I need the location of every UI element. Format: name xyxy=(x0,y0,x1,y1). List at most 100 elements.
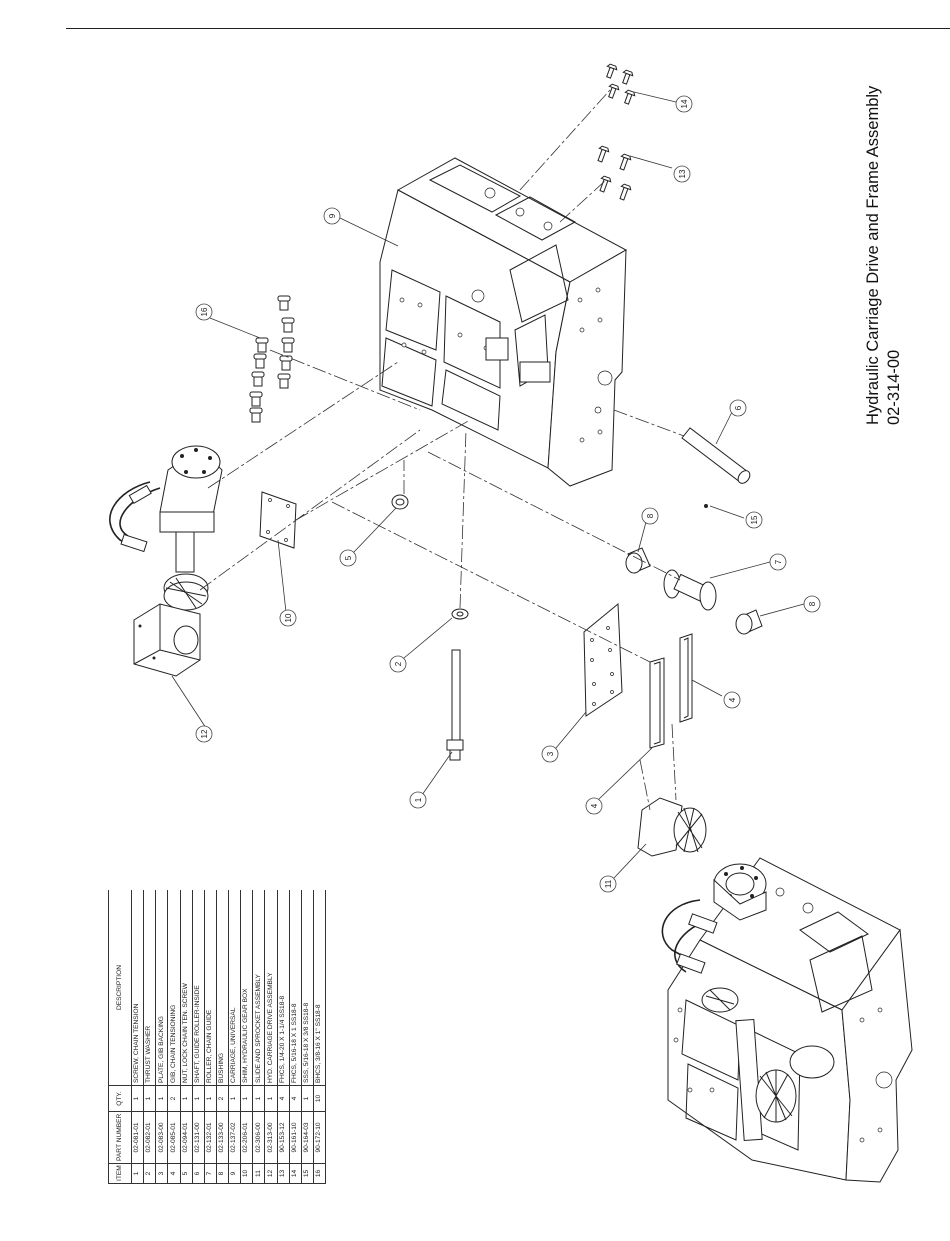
balloon-7: 7 xyxy=(769,553,787,571)
cell-desc: FHCS, 5/16-18 X 1 SS18-8 xyxy=(289,890,302,1086)
cell-part: 02-137-02 xyxy=(228,1111,241,1164)
svg-text:6: 6 xyxy=(734,405,743,410)
slide-and-sprocket xyxy=(637,797,707,857)
bom-header-row: ITEM PART NUMBER QTY. DESCRIPTION xyxy=(108,890,132,1184)
cell-part: 02-083-00 xyxy=(155,1111,168,1164)
chain-tensioning-gibs xyxy=(649,633,693,749)
cell-desc: PLATE, GIB BACKING xyxy=(155,890,168,1086)
svg-text:13: 13 xyxy=(678,169,687,178)
svg-text:12: 12 xyxy=(200,729,209,738)
cell-part: 02-081-01 xyxy=(131,1111,144,1164)
cell-part: 90-172-10 xyxy=(313,1111,326,1164)
cell-qty: 2 xyxy=(167,1085,180,1112)
cell-item: 5 xyxy=(180,1163,193,1184)
cell-desc: FHCS, 1/4-20 X 1-1/4 SS18-8 xyxy=(277,890,290,1086)
cell-part: 90-161-10 xyxy=(289,1111,302,1164)
header-description: DESCRIPTION xyxy=(108,890,132,1086)
header-qty: QTY. xyxy=(108,1085,132,1112)
cell-part: 02-094-01 xyxy=(180,1111,193,1164)
cell-desc: SSS, 5/16-18 X 3/8 SS18-8 xyxy=(301,890,314,1086)
balloon-6: 6 xyxy=(729,399,747,417)
balloon-3: 3 xyxy=(541,745,559,763)
cell-part: 90-153-12 xyxy=(277,1111,290,1164)
cell-item: 8 xyxy=(216,1163,229,1184)
balloon-5: 5 xyxy=(339,549,357,567)
balloon-4a: 4 xyxy=(585,797,603,815)
cell-part: 02-132-01 xyxy=(204,1111,217,1164)
balloon-11: 11 xyxy=(599,875,617,893)
cell-desc: SHIM, HYDRAULIC GEAR BOX xyxy=(240,890,253,1086)
cell-qty: 1 xyxy=(252,1085,265,1112)
cell-item: 16 xyxy=(313,1163,326,1184)
cell-part: 02-206-01 xyxy=(240,1111,253,1164)
cell-item: 6 xyxy=(192,1163,205,1184)
svg-text:5: 5 xyxy=(344,555,353,560)
header-item: ITEM xyxy=(108,1163,132,1184)
cell-qty: 1 xyxy=(131,1085,144,1112)
cell-desc: GIB, CHAIN TENSIONING xyxy=(167,890,180,1086)
cell-qty: 4 xyxy=(289,1085,302,1112)
cell-qty: 1 xyxy=(264,1085,277,1112)
title-rule xyxy=(66,28,950,29)
balloon-9: 9 xyxy=(323,207,341,225)
svg-text:8: 8 xyxy=(646,513,655,518)
cell-item: 2 xyxy=(143,1163,156,1184)
cell-qty: 10 xyxy=(313,1085,326,1112)
guide-roller-shaft xyxy=(681,427,751,508)
cell-qty: 4 xyxy=(277,1085,290,1112)
cell-part: 02-133-00 xyxy=(216,1111,229,1164)
chain-tension-screw xyxy=(446,608,469,761)
balloon-2: 2 xyxy=(389,655,407,673)
button-head-screws xyxy=(249,295,295,423)
guide-roller-and-bushings xyxy=(625,547,763,635)
svg-text:2: 2 xyxy=(394,661,403,666)
cell-part: 02-306-00 xyxy=(252,1111,265,1164)
svg-text:8: 8 xyxy=(808,601,817,606)
cell-qty: 1 xyxy=(228,1085,241,1112)
balloon-15: 15 xyxy=(745,511,763,529)
cell-item: 10 xyxy=(240,1163,253,1184)
balloon-1: 1 xyxy=(409,791,427,809)
svg-text:3: 3 xyxy=(546,751,555,756)
cell-desc: BHCS, 3/8-16 X 1" SS18-8 xyxy=(313,890,326,1086)
item-balloons: 1 2 3 4 4 5 6 7 8 8 9 10 11 12 13 14 15 … xyxy=(195,95,821,893)
assembly-centerlines xyxy=(199,89,685,811)
cell-item: 1 xyxy=(131,1163,144,1184)
cell-qty: 1 xyxy=(143,1085,156,1112)
balloon-16: 16 xyxy=(195,303,213,321)
svg-text:16: 16 xyxy=(200,307,209,316)
cell-qty: 1 xyxy=(180,1085,193,1112)
cell-item: 13 xyxy=(277,1163,290,1184)
cell-item: 9 xyxy=(228,1163,241,1184)
svg-text:10: 10 xyxy=(284,613,293,622)
svg-text:11: 11 xyxy=(604,879,613,888)
cell-item: 11 xyxy=(252,1163,265,1184)
cell-desc: BUSHING xyxy=(216,890,229,1086)
cell-qty: 1 xyxy=(155,1085,168,1112)
cell-desc: CARRIAGE, UNIVERSAL xyxy=(228,890,241,1086)
cell-item: 14 xyxy=(289,1163,302,1184)
cell-item: 15 xyxy=(301,1163,314,1184)
balloon-8a: 8 xyxy=(641,507,659,525)
cell-part: 02-082-01 xyxy=(143,1111,156,1164)
cell-desc: ROLLER, CHAIN GUIDE xyxy=(204,890,217,1086)
svg-text:14: 14 xyxy=(680,99,689,108)
gib-backing-plate xyxy=(583,602,623,717)
cell-qty: 1 xyxy=(301,1085,314,1112)
cell-part: 02-131-00 xyxy=(192,1111,205,1164)
